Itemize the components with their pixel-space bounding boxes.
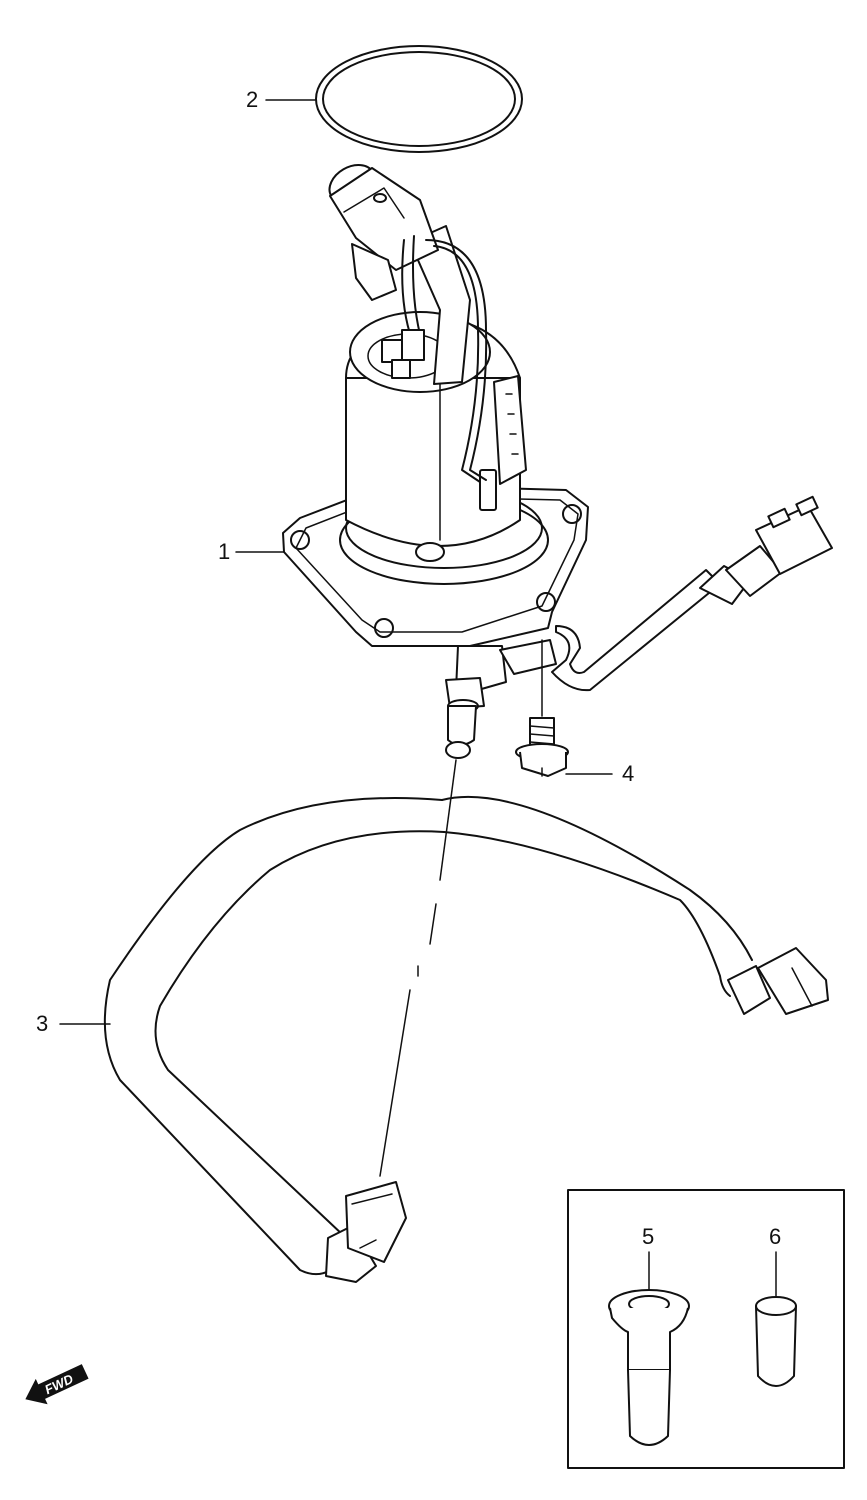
callout-label-6: 6	[769, 1224, 781, 1249]
fuel-pump-assembly	[282, 164, 833, 759]
callout-6: 6	[769, 1224, 781, 1297]
callout-label-3: 3	[36, 1011, 48, 1036]
cap-part-5	[608, 1289, 690, 1446]
connection-line	[379, 759, 457, 1177]
callout-5: 5	[642, 1224, 654, 1291]
callout-label-5: 5	[642, 1224, 654, 1249]
callout-1: 1	[218, 539, 285, 564]
callout-label-2: 2	[246, 87, 258, 112]
sleeve-part-6	[755, 1296, 797, 1387]
fuel-hose-part	[103, 795, 829, 1283]
o-ring-part	[315, 45, 523, 153]
callout-label-4: 4	[622, 761, 634, 786]
callout-4: 4	[565, 761, 634, 786]
callout-3: 3	[36, 1011, 111, 1036]
parts-inset-box: 5 6	[567, 1189, 845, 1469]
bolt-part	[515, 717, 569, 777]
callout-2: 2	[246, 87, 317, 112]
forward-arrow-icon: FWD	[25, 1364, 89, 1405]
callout-label-1: 1	[218, 539, 230, 564]
